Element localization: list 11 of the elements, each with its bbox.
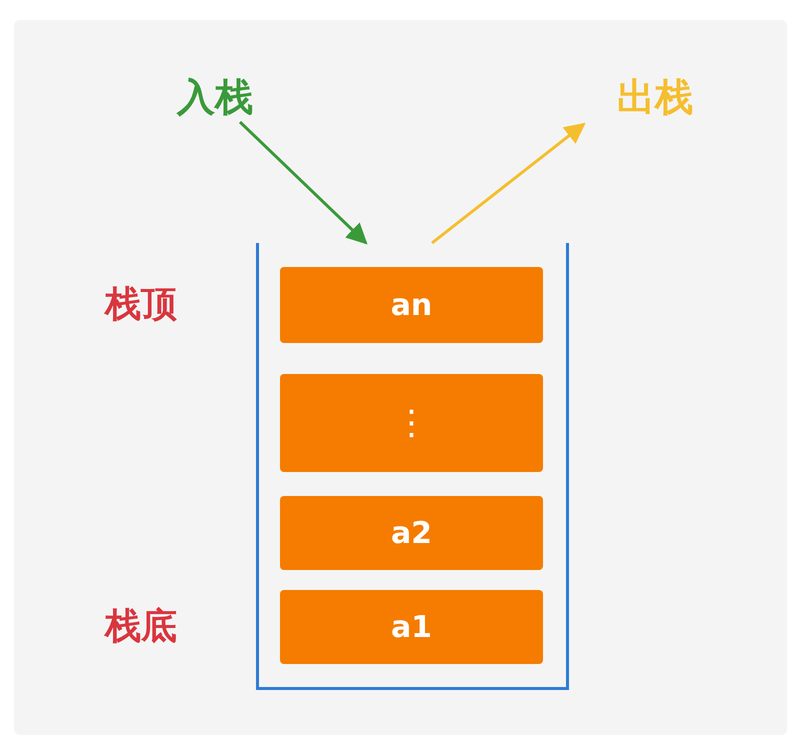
stack-container [256,243,569,690]
stack-element: a2 [280,496,543,570]
operation-label: 入栈 [170,75,260,120]
arrow [238,120,368,244]
side-label: 栈顶 [105,283,177,327]
operation-label: 出栈 [610,75,700,120]
stack-element: an [280,267,543,343]
side-label: 栈底 [105,605,177,649]
stack-element: ⋮ [280,374,543,472]
arrow [431,122,586,244]
stack-element: a1 [280,590,543,664]
